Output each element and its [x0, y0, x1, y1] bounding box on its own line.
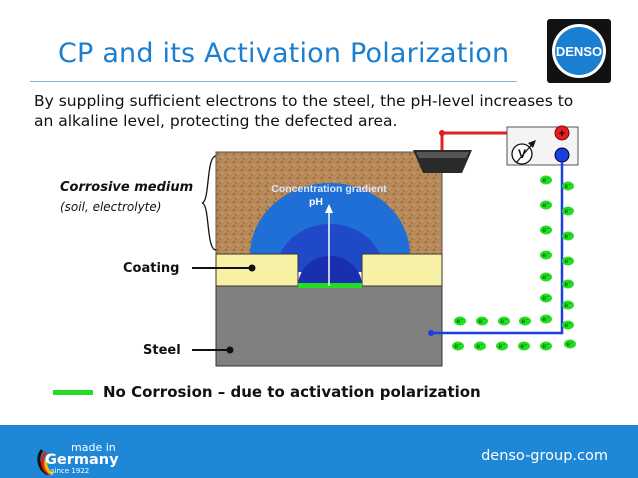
electron: e⁻	[562, 231, 574, 241]
electron: e⁻	[496, 341, 508, 351]
legend-swatch	[53, 390, 93, 395]
electron: e⁻	[540, 314, 552, 324]
svg-text:e⁻: e⁻	[564, 322, 572, 329]
svg-text:e⁻: e⁻	[542, 343, 550, 350]
electron: e⁻	[540, 293, 552, 303]
legend-label: No Corrosion – due to activation polariz…	[103, 383, 481, 401]
svg-text:e⁻: e⁻	[454, 343, 462, 350]
coating-label: Coating	[123, 261, 180, 276]
steel-label: Steel	[143, 343, 181, 358]
made-in-text: made in	[71, 441, 116, 454]
ph-label: pH	[309, 196, 323, 208]
plus-sign: +	[559, 128, 565, 140]
electron: e⁻	[540, 341, 552, 351]
svg-text:e⁻: e⁻	[542, 177, 550, 184]
svg-text:e⁻: e⁻	[564, 281, 572, 288]
slide-title: CP and its Activation Polarization	[58, 38, 510, 69]
svg-text:e⁻: e⁻	[564, 233, 572, 240]
plus-terminal	[554, 125, 570, 141]
logo-text: DENSO	[556, 44, 602, 59]
since-text: since 1922	[51, 467, 90, 475]
electron: e⁻	[562, 320, 574, 330]
electron: e⁻	[562, 279, 574, 289]
coating-right	[361, 253, 443, 287]
soil-electrolyte-label: (soil, electrolyte)	[60, 200, 162, 214]
svg-text:e⁻: e⁻	[566, 341, 574, 348]
electron: e⁻	[562, 256, 574, 266]
gradient-inner	[298, 256, 362, 286]
blue-wire	[431, 162, 564, 335]
electron: e⁻	[474, 341, 486, 351]
svg-text:e⁻: e⁻	[542, 202, 550, 209]
svg-text:e⁻: e⁻	[498, 343, 506, 350]
electron: e⁻	[562, 181, 574, 191]
svg-text:e⁻: e⁻	[542, 252, 550, 259]
svg-text:e⁻: e⁻	[478, 318, 486, 325]
svg-text:e⁻: e⁻	[500, 318, 508, 325]
electron: e⁻	[498, 316, 510, 326]
corrosive-medium-label: Corrosive medium	[60, 180, 194, 195]
footer-bar	[0, 425, 638, 478]
svg-text:e⁻: e⁻	[456, 318, 464, 325]
svg-text:e⁻: e⁻	[542, 227, 550, 234]
electron: e⁻	[540, 272, 552, 282]
no-corrosion-strip	[298, 283, 362, 288]
steel-layer	[215, 285, 443, 367]
title-divider	[30, 81, 517, 82]
svg-text:e⁻: e⁻	[476, 343, 484, 350]
electron: e⁻	[540, 200, 552, 210]
germany-text: Germany	[45, 452, 119, 468]
svg-text:e⁻: e⁻	[520, 343, 528, 350]
gradient-outer	[250, 183, 410, 255]
gradient-label: Concentration gradient	[271, 183, 387, 195]
electron: e⁻	[562, 206, 574, 216]
coating-left	[215, 253, 299, 287]
svg-text:e⁻: e⁻	[521, 318, 529, 325]
made-in-germany-icon	[37, 449, 54, 476]
electron: e⁻	[452, 341, 464, 351]
electron: e⁻	[540, 250, 552, 260]
voltmeter-dial	[511, 143, 533, 165]
website-link[interactable]: denso-group.com	[481, 448, 608, 464]
voltmeter-symbol: V	[518, 147, 526, 161]
svg-text:e⁻: e⁻	[564, 183, 572, 190]
svg-text:e⁻: e⁻	[542, 316, 550, 323]
svg-text:e⁻: e⁻	[564, 258, 572, 265]
minus-terminal	[554, 147, 570, 163]
denso-logo: DENSO	[547, 19, 611, 83]
svg-text:e⁻: e⁻	[542, 295, 550, 302]
svg-text:e⁻: e⁻	[542, 274, 550, 281]
electron-group: e⁻ e⁻ e⁻ e⁻ e⁻ e⁻ e⁻ e⁻ e⁻ e⁻ e⁻ e⁻ e⁻ e…	[452, 175, 576, 351]
electron: e⁻	[476, 316, 488, 326]
electron: e⁻	[454, 316, 466, 326]
electron: e⁻	[564, 339, 576, 349]
lead-paragraph: By suppling sufficient electrons to the …	[34, 92, 574, 130]
electron: e⁻	[518, 341, 530, 351]
electron: e⁻	[540, 225, 552, 235]
svg-text:e⁻: e⁻	[564, 208, 572, 215]
electron: e⁻	[562, 300, 574, 310]
svg-text:e⁻: e⁻	[564, 302, 572, 309]
gradient-middle	[276, 224, 384, 272]
medium-brace	[201, 155, 217, 251]
electron: e⁻	[519, 316, 531, 326]
electron: e⁻	[540, 175, 552, 185]
